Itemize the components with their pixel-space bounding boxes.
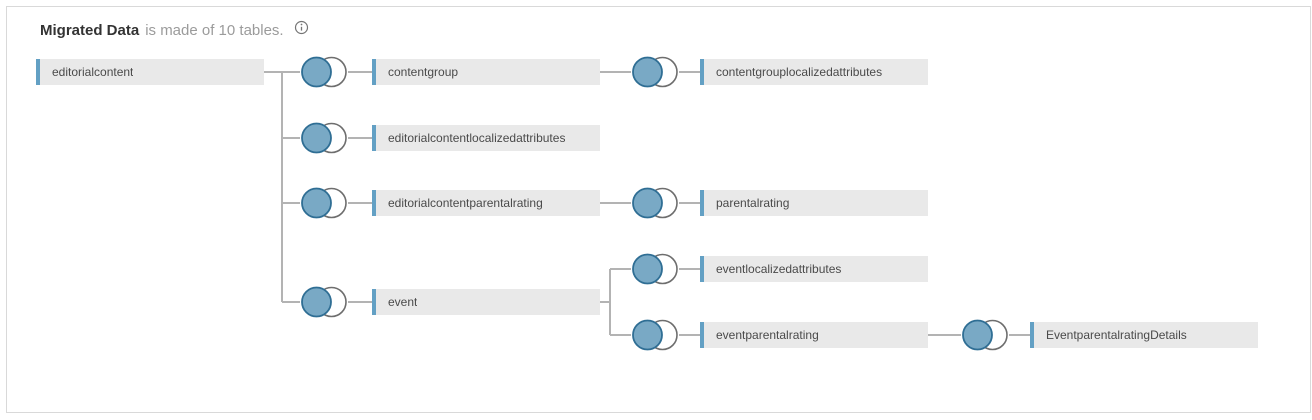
join-left-circle	[632, 56, 663, 88]
table-node-eventparentalratingdetails[interactable]: EventparentalratingDetails	[1030, 322, 1258, 348]
table-node-editorialcontentlocalizedattributes[interactable]: editorialcontentlocalizedattributes	[372, 125, 600, 151]
data-source-title: Migrated Data	[40, 21, 140, 39]
table-node-event[interactable]: event	[372, 289, 600, 315]
table-label: eventlocalizedattributes	[716, 262, 842, 276]
join-icon[interactable]	[631, 54, 679, 90]
join-left-circle	[301, 56, 332, 88]
table-node-editorialcontent[interactable]: editorialcontent	[36, 59, 264, 85]
data-source-header: Migrated Data is made of 10 tables.	[40, 20, 309, 40]
table-label: parentalrating	[716, 196, 790, 210]
join-left-circle	[301, 122, 332, 154]
table-node-contentgroup[interactable]: contentgroup	[372, 59, 600, 85]
table-count-text: is made of 10 tables.	[145, 21, 284, 39]
join-icon[interactable]	[631, 251, 679, 287]
join-left-circle	[301, 187, 332, 219]
join-left-circle	[632, 319, 663, 351]
join-left-circle	[301, 286, 332, 318]
join-icon[interactable]	[631, 185, 679, 221]
table-label: eventparentalrating	[716, 328, 819, 342]
table-label: editorialcontentparentalrating	[388, 196, 543, 210]
table-node-contentgrouplocalizedattributes[interactable]: contentgrouplocalizedattributes	[700, 59, 928, 85]
join-icon[interactable]	[631, 317, 679, 353]
table-label: event	[388, 295, 418, 309]
table-label: editorialcontentlocalizedattributes	[388, 131, 566, 145]
table-node-editorialcontentparentalrating[interactable]: editorialcontentparentalrating	[372, 190, 600, 216]
join-icon[interactable]	[300, 120, 348, 156]
join-icon[interactable]	[300, 284, 348, 320]
join-icon[interactable]	[300, 185, 348, 221]
table-label: editorialcontent	[52, 65, 134, 79]
join-left-circle	[632, 253, 663, 285]
table-node-parentalrating[interactable]: parentalrating	[700, 190, 928, 216]
table-label: EventparentalratingDetails	[1046, 328, 1187, 342]
table-node-eventlocalizedattributes[interactable]: eventlocalizedattributes	[700, 256, 928, 282]
info-icon[interactable]	[294, 20, 309, 40]
table-label: contentgroup	[388, 65, 459, 79]
join-icon[interactable]	[300, 54, 348, 90]
table-node-eventparentalrating[interactable]: eventparentalrating	[700, 322, 928, 348]
join-left-circle	[632, 187, 663, 219]
join-icon[interactable]	[961, 317, 1009, 353]
table-label: contentgrouplocalizedattributes	[716, 65, 883, 79]
join-left-circle	[962, 319, 993, 351]
